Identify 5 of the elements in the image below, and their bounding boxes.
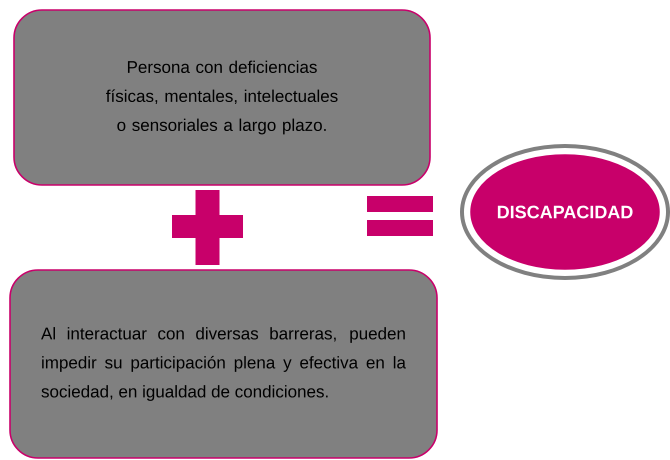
text-box: Persona con deficiencias físicas, mentales, intelectuales o sensoriales a largo plazo. [13, 9, 431, 186]
result-oval: DISCAPACIDAD [460, 144, 670, 280]
text-box: Al interactuar con diversas barreras, pueden impedir su participación plena y efectiva en la sociedad, en igualdad de condiciones. [9, 269, 438, 459]
plus-sign [172, 190, 243, 265]
equals-sign [367, 196, 433, 236]
